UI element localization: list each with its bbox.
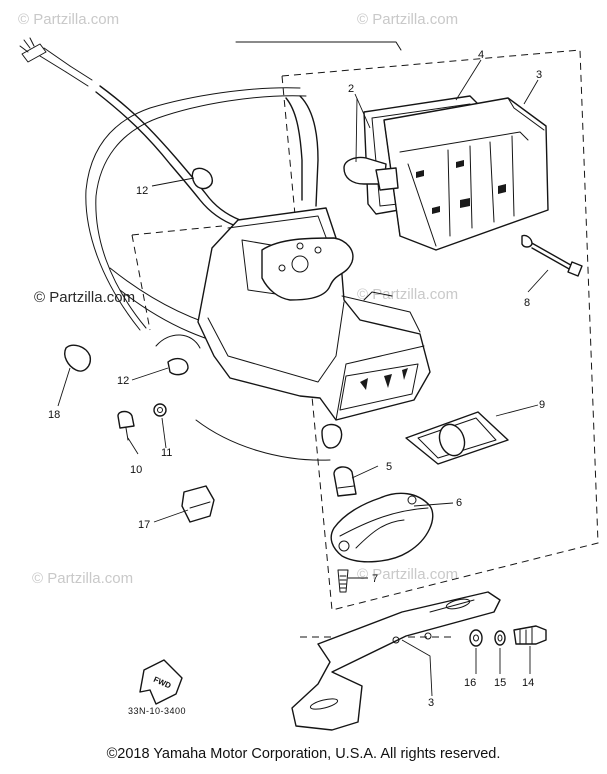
fwd-arrow-icon: FWD [139, 659, 183, 705]
taillight-housing [155, 207, 431, 449]
watermark: © Partzilla.com [357, 286, 458, 303]
callout-2: 2 [348, 83, 354, 95]
callout-3: 3 [536, 69, 542, 81]
license-light-cover [330, 492, 434, 563]
license-bulb [333, 466, 357, 497]
callout-5: 5 [386, 461, 392, 473]
callout-11: 11 [161, 447, 172, 459]
callout-12: 12 [136, 185, 148, 197]
callout-15: 15 [494, 677, 506, 689]
callout-3: 3 [428, 697, 434, 709]
leader-lines [57, 59, 549, 697]
callout-18: 18 [48, 409, 60, 421]
watermark: © Partzilla.com [18, 11, 119, 28]
callout-9: 9 [539, 399, 545, 411]
callout-10: 10 [130, 464, 142, 476]
callout-7: 7 [372, 573, 378, 585]
wire-harness [19, 37, 241, 227]
callout-12: 12 [117, 375, 129, 387]
hardware [64, 344, 547, 647]
license-bracket [291, 591, 501, 731]
license-lens-gasket [405, 411, 509, 465]
drawing-code: 33N-10-3400 [128, 706, 186, 716]
watermark: © Partzilla.com [34, 289, 135, 306]
turn-signal-assembly [343, 95, 583, 277]
callout-14: 14 [522, 677, 534, 689]
watermark: © Partzilla.com [357, 11, 458, 28]
copyright-notice: ©2018 Yamaha Motor Corporation, U.S.A. A… [106, 746, 501, 762]
callout-numbers: 2 4 3 8 9 5 6 7 12 12 10 11 18 17 16 15 … [48, 49, 545, 709]
callout-4: 4 [478, 49, 484, 61]
screw-7 [337, 569, 349, 593]
callout-8: 8 [524, 297, 530, 309]
callout-17: 17 [138, 519, 150, 531]
callout-6: 6 [456, 497, 462, 509]
watermark: © Partzilla.com [32, 570, 133, 587]
watermark: © Partzilla.com [357, 566, 458, 583]
callout-16: 16 [464, 677, 476, 689]
